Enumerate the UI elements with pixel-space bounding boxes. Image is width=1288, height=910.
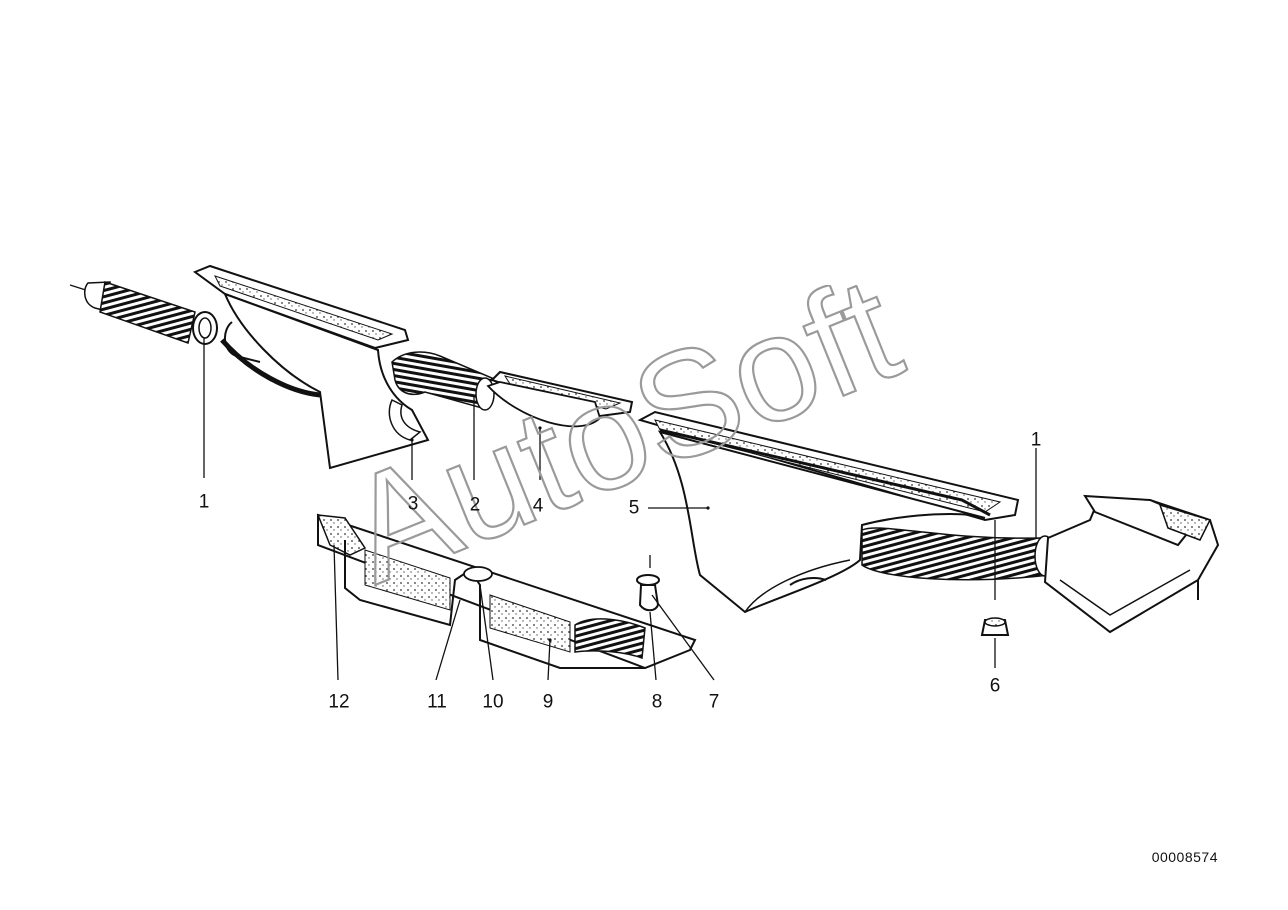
leader-lines bbox=[203, 338, 1037, 681]
callout-10: 10 bbox=[482, 691, 504, 713]
drawing-id: 00008574 bbox=[1151, 849, 1218, 865]
callout-2: 2 bbox=[469, 494, 481, 516]
callout-5: 5 bbox=[628, 497, 640, 519]
callout-12: 12 bbox=[328, 691, 350, 713]
callout-3: 3 bbox=[407, 493, 419, 515]
mounting-bracket bbox=[316, 513, 697, 670]
callout-6: 6 bbox=[989, 675, 1001, 697]
air-duct-left bbox=[192, 264, 430, 470]
callout-7: 7 bbox=[708, 691, 720, 713]
leader-dots bbox=[410, 426, 710, 642]
callout-1-left: 1 bbox=[198, 491, 210, 513]
callout-9: 9 bbox=[542, 691, 554, 713]
air-duct-right bbox=[637, 410, 1020, 614]
expanding-clip bbox=[636, 574, 660, 612]
callout-11: 11 bbox=[427, 691, 447, 713]
callout-4: 4 bbox=[532, 495, 544, 517]
middle-hose bbox=[391, 351, 495, 411]
right-corrugated-hose bbox=[861, 527, 1056, 581]
callout-8: 8 bbox=[651, 691, 663, 713]
elbow-housing bbox=[1043, 494, 1220, 634]
air-duct-middle bbox=[486, 370, 634, 428]
callout-1-right: 1 bbox=[1030, 429, 1042, 451]
grommet bbox=[980, 617, 1010, 636]
